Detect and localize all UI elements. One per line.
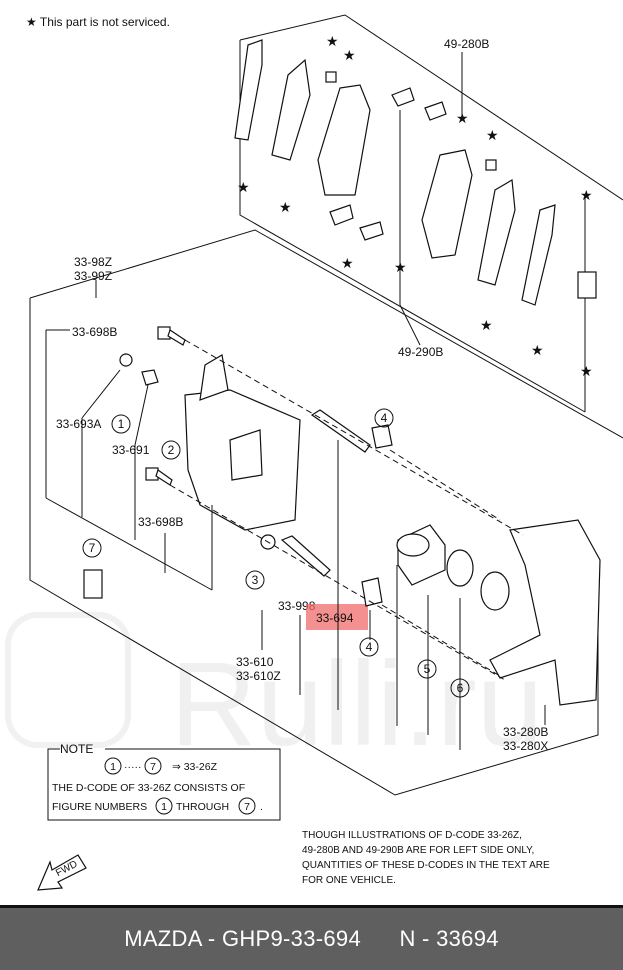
- svg-text:★: ★: [279, 200, 292, 216]
- svg-text:★: ★: [580, 188, 593, 204]
- label-33-280x: 33-280X: [503, 739, 548, 753]
- svg-text:★: ★: [531, 343, 544, 359]
- label-33-610z: 33-610Z: [236, 669, 281, 683]
- svg-text:THROUGH: THROUGH: [176, 801, 229, 813]
- svg-text:★: ★: [480, 318, 493, 334]
- footer-part-number: MAZDA - GHP9-33-694 N - 33694: [124, 926, 499, 951]
- footnote: THOUGH ILLUSTRATIONS OF D-CODE 33-26Z, 4…: [302, 830, 550, 886]
- svg-text:1: 1: [118, 417, 125, 431]
- label-33-698b-mid: 33-698B: [138, 515, 183, 529]
- fwd-arrow-icon: FWD: [37, 854, 87, 891]
- pad-clips: [325, 71, 597, 299]
- callout-7: 7: [82, 538, 102, 558]
- legend-text: ★ This part is not serviced.: [26, 15, 170, 29]
- guide-pin-lower: [280, 535, 331, 577]
- piston-5: [396, 524, 446, 586]
- svg-text:QUANTITIES OF THESE D-CODES: QUANTITIES OF THESE D-CODES IN THE TEXT …: [302, 860, 550, 871]
- svg-text:1: 1: [161, 801, 167, 813]
- note-line1: THE D-CODE OF 33-26Z CONSISTS OF: [52, 782, 245, 794]
- guide-pin-upper: [310, 409, 371, 453]
- svg-text:★: ★: [237, 180, 250, 196]
- svg-text:.: .: [260, 801, 263, 813]
- label-49-280b: 49-280B: [444, 37, 489, 51]
- svg-text:5: 5: [424, 662, 431, 676]
- label-33-694: 33-694: [316, 611, 354, 625]
- callout-2: 2: [161, 440, 181, 460]
- callout-5: 5: [417, 659, 437, 679]
- svg-text:★: ★: [341, 256, 354, 272]
- svg-text:3: 3: [252, 573, 259, 587]
- svg-text:★: ★: [326, 34, 339, 50]
- caliper-body: [184, 354, 301, 531]
- bolt-mid: [145, 467, 173, 486]
- not-serviced-stars: ★★ ★★ ★★ ★★ ★★ ★★: [237, 34, 593, 380]
- callout-3: 3: [245, 570, 265, 590]
- piston-boot-6: [480, 571, 510, 611]
- svg-text:1: 1: [110, 761, 116, 773]
- pad-shim-left-outer: [234, 39, 263, 141]
- svg-text:4: 4: [381, 411, 388, 425]
- svg-text:⇒ 33-26Z: ⇒ 33-26Z: [172, 761, 218, 773]
- callout-4-lower: 4: [359, 637, 379, 657]
- svg-text:FOR ONE VEHICLE.: FOR ONE VEHICLE.: [302, 875, 396, 886]
- pad-shim-right-outer: [521, 204, 556, 306]
- svg-text:·····: ·····: [124, 761, 141, 773]
- grease-packet-7: [83, 569, 103, 599]
- svg-text:FIGURE NUMBERS: FIGURE NUMBERS: [52, 801, 147, 813]
- highlight-box: [306, 604, 368, 630]
- svg-text:THOUGH ILLUSTRATIONS OF D-C: THOUGH ILLUSTRATIONS OF D-CODE 33-26Z,: [302, 830, 522, 841]
- brake-pad-inner: [421, 149, 473, 259]
- pad-shim-right: [477, 179, 516, 286]
- svg-text:2: 2: [168, 443, 175, 457]
- boot-upper-4: [371, 424, 393, 449]
- pad-shim-left: [271, 58, 311, 161]
- svg-text:★: ★: [580, 364, 593, 380]
- svg-text:★: ★: [343, 48, 356, 64]
- callout-4-upper: 4: [374, 408, 394, 428]
- svg-text:6: 6: [457, 681, 464, 695]
- label-33-693a: 33-693A: [56, 417, 101, 431]
- bolt-top: [157, 326, 186, 346]
- note-box: NOTE 1 ····· 7 ⇒ 33-26Z THE D-CODE OF 33…: [47, 742, 281, 821]
- bleeder-33-691: [141, 369, 159, 386]
- svg-text:7: 7: [244, 801, 250, 813]
- boot-lower-4: [361, 577, 383, 607]
- label-33-280b: 33-280B: [503, 725, 548, 739]
- svg-text:7: 7: [150, 761, 156, 773]
- footer-bar: MAZDA - GHP9-33-694 N - 33694: [0, 905, 623, 970]
- bushing-33-693a: [119, 353, 133, 367]
- label-33-99z: 33-99Z: [74, 269, 112, 283]
- svg-text:★: ★: [486, 128, 499, 144]
- watermark-text: Rulli.ru: [170, 637, 543, 771]
- piston-seal: [446, 549, 474, 587]
- svg-text:★: ★: [456, 111, 469, 127]
- note-title: NOTE: [60, 742, 93, 756]
- label-33-610: 33-610: [236, 655, 274, 669]
- svg-text:4: 4: [366, 640, 373, 654]
- brake-pad-outer: [317, 84, 371, 196]
- svg-text:49-280B AND 49-290B ARE FOR: 49-280B AND 49-290B ARE FOR LEFT SIDE ON…: [302, 845, 534, 856]
- label-33-691: 33-691: [112, 443, 150, 457]
- label-33-98z: 33-98Z: [74, 255, 112, 269]
- caliper-bracket: [489, 519, 601, 706]
- label-49-290b: 49-290B: [398, 345, 443, 359]
- svg-text:7: 7: [89, 541, 96, 555]
- callout-1: 1: [111, 414, 131, 434]
- parts-diagram: Rulli.ru ★ This part is not serviced. ★★…: [5, 14, 623, 891]
- callout-6: 6: [450, 678, 470, 698]
- label-33-698b-top: 33-698B: [72, 325, 117, 339]
